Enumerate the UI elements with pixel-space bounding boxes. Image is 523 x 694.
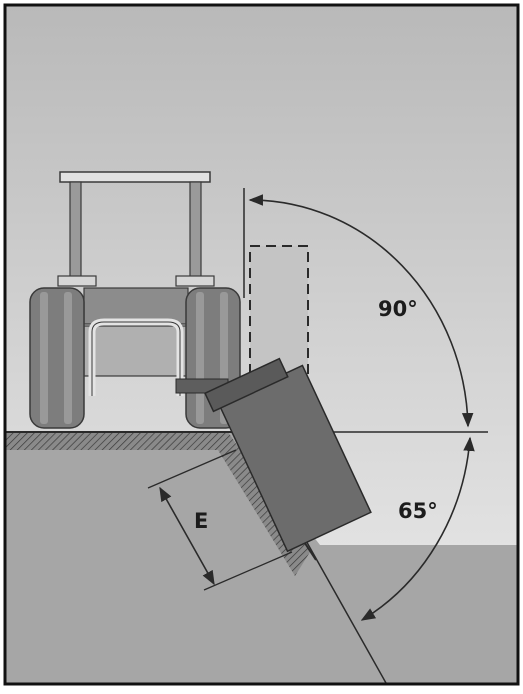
angle-arc-90 xyxy=(248,194,474,428)
rops-right-post xyxy=(189,181,202,283)
dimension-e-arrow xyxy=(159,486,215,586)
figure-frame xyxy=(3,3,520,686)
dimension-label-e: E xyxy=(194,509,208,533)
angle-label-65: 65° xyxy=(398,499,438,523)
slope-reference-line xyxy=(299,529,387,684)
left-wheel xyxy=(29,287,85,429)
angle-label-90: 90° xyxy=(378,297,418,321)
rops-left-post xyxy=(69,181,82,283)
tractor-axle xyxy=(83,325,189,377)
ditch-bank-hatching xyxy=(6,432,310,576)
angle-arc-65 xyxy=(360,436,475,621)
dimension-extension-top xyxy=(147,449,237,489)
tractor-canopy xyxy=(59,171,211,183)
dimension-extension-bottom xyxy=(203,551,293,591)
left-fender xyxy=(57,275,97,287)
right-fender xyxy=(175,275,215,287)
